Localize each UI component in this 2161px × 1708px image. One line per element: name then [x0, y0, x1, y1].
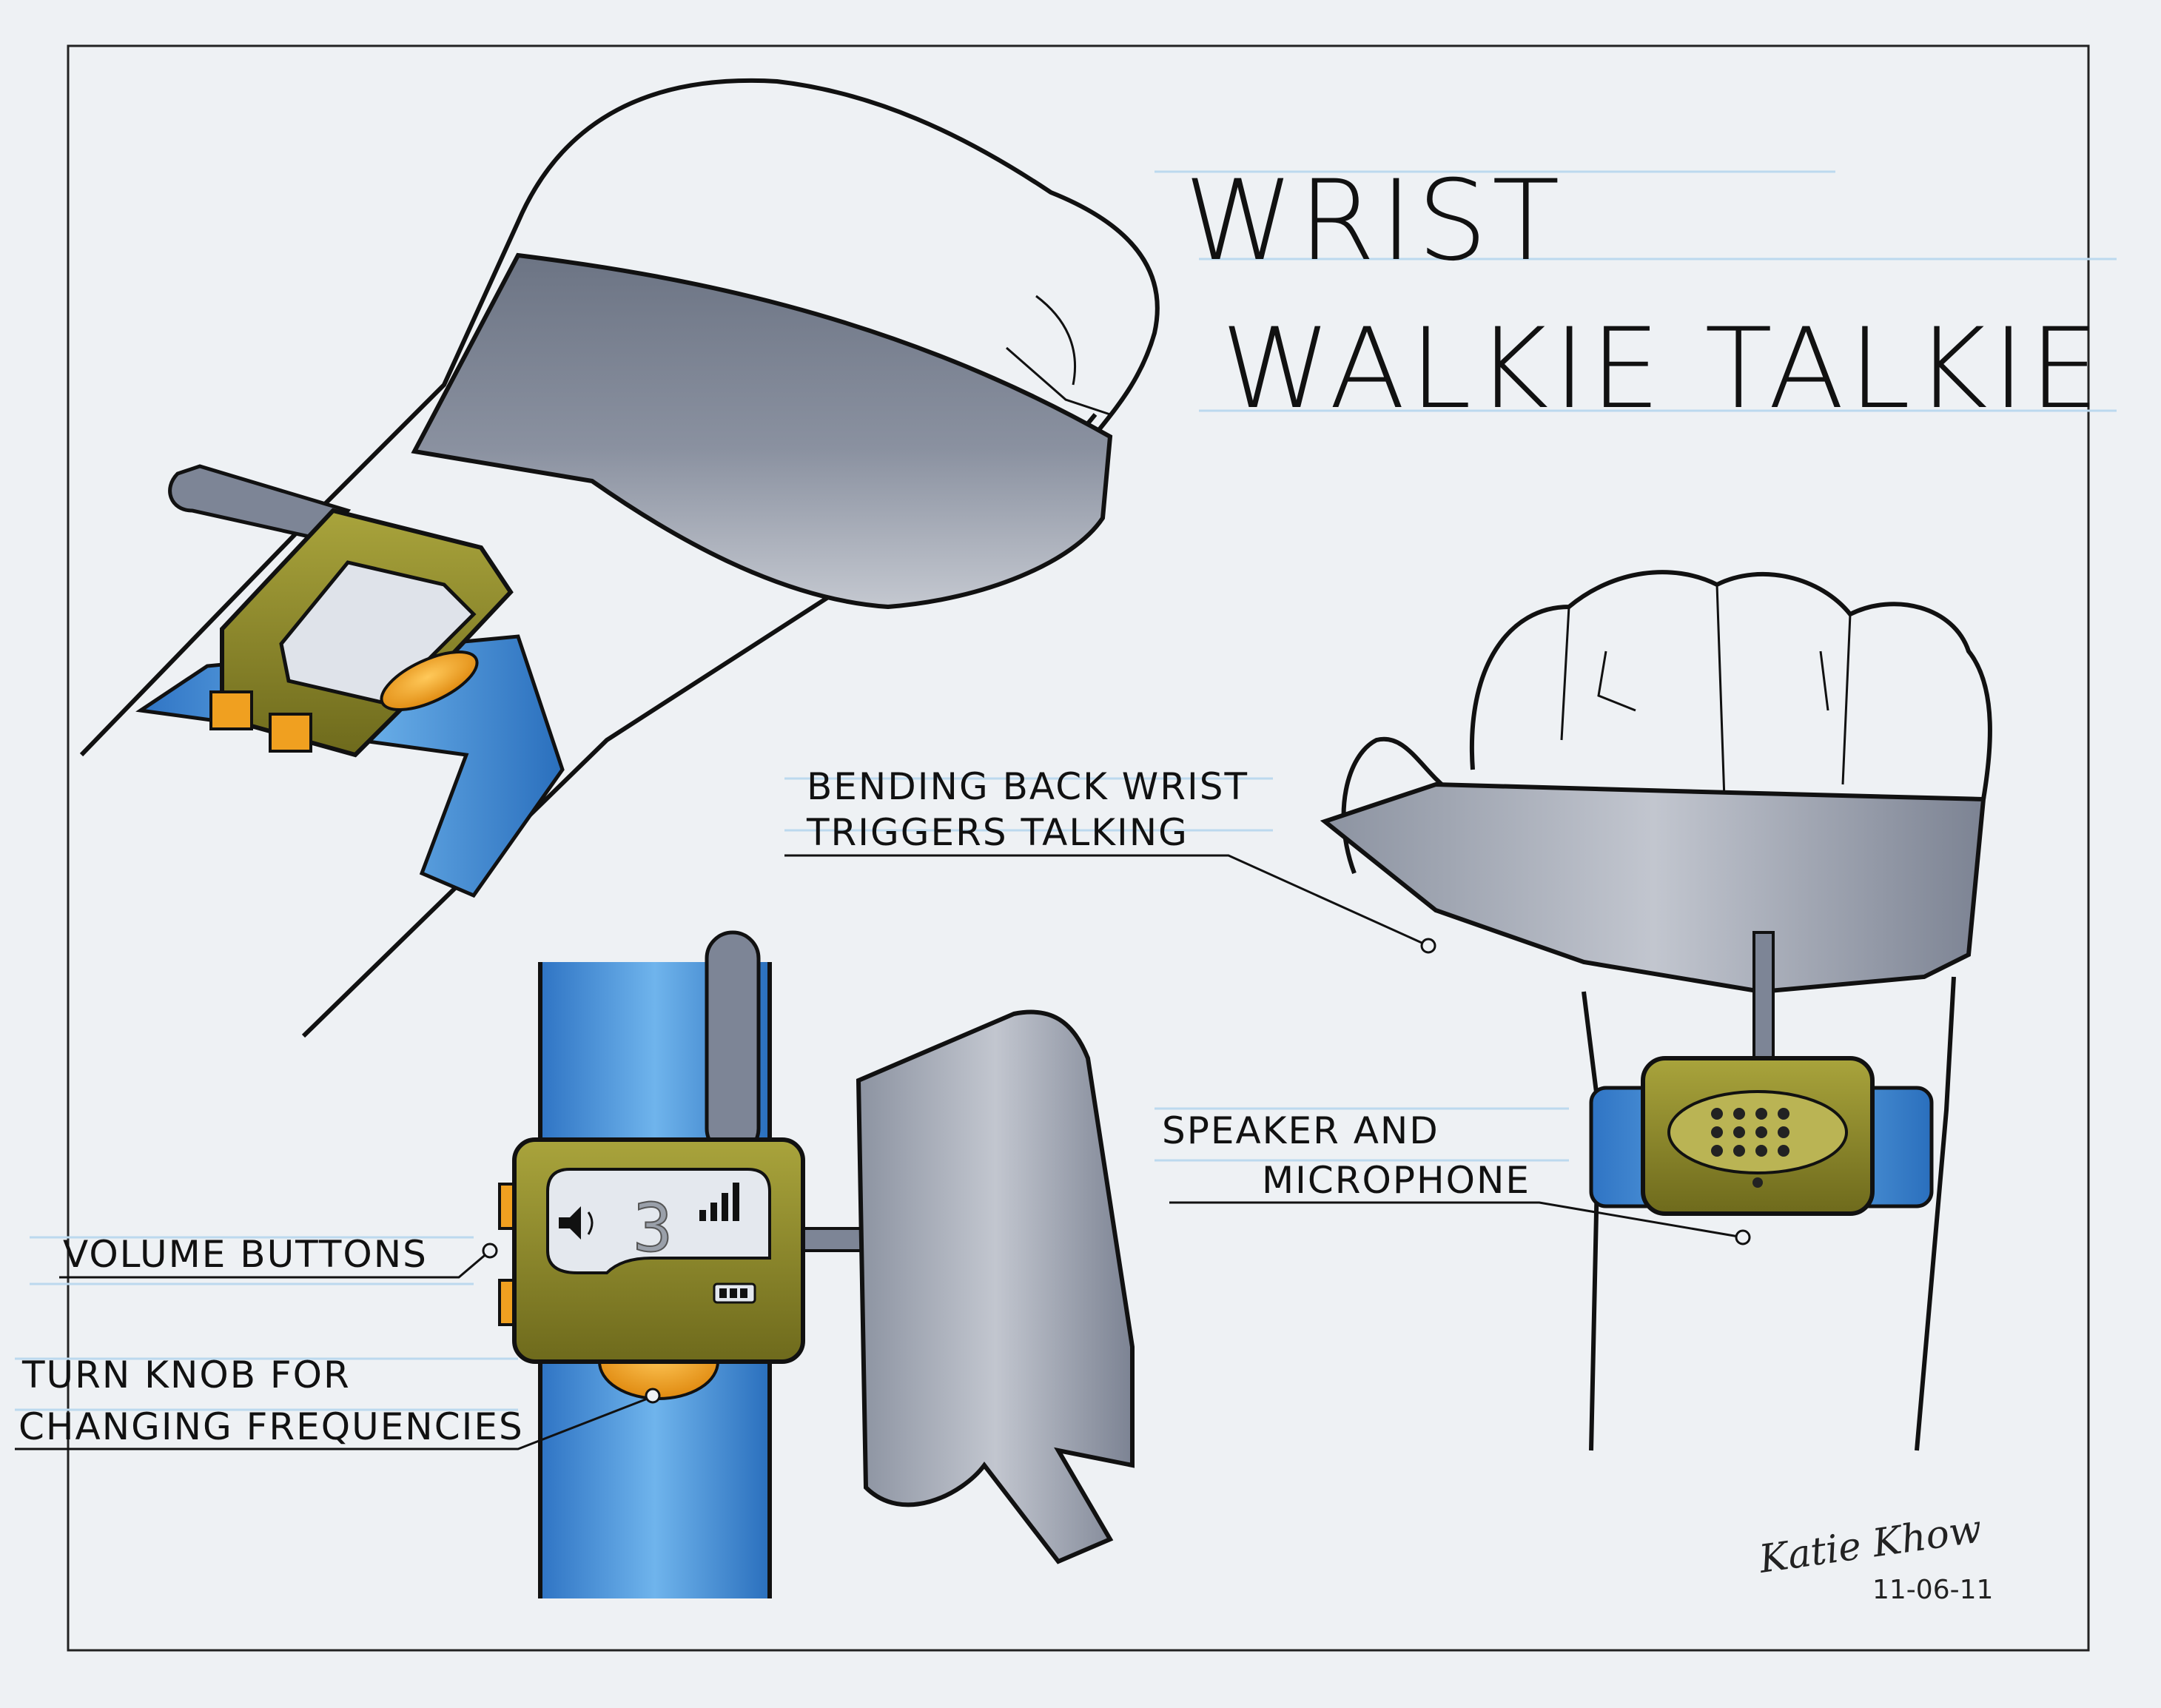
page-border	[67, 44, 2090, 1652]
front-screen	[546, 1168, 771, 1274]
sleeve	[411, 252, 1113, 610]
volume-button-down	[269, 713, 312, 753]
side-view-illustration	[1320, 570, 1992, 1451]
speaker-holes	[1711, 1108, 1789, 1157]
callout-leader	[59, 1251, 489, 1279]
battery-icon	[713, 1282, 756, 1304]
channel-digit: 3	[633, 1189, 673, 1267]
front-hand-sleeve	[856, 1009, 1135, 1564]
fist-sleeve	[1320, 781, 1986, 995]
volume-button-up	[209, 690, 253, 730]
callout-speaker: SPEAKER AND MICROPHONE	[1155, 1107, 1751, 1245]
callout-dot	[482, 1243, 498, 1259]
callout-leader	[15, 1396, 652, 1450]
callout-dot	[1420, 938, 1436, 954]
callout-bending-line-1: BENDING BACK WRIST	[807, 765, 1248, 808]
front-view-illustration: 3	[498, 930, 1135, 1598]
callout-dot	[1735, 1229, 1751, 1245]
callout-knob-line-1: TURN KNOB FOR	[21, 1354, 351, 1396]
callout-leader	[1169, 1201, 1744, 1239]
callout-dot	[645, 1388, 661, 1404]
frequency-knob	[380, 650, 479, 711]
signal-bars-icon	[699, 1183, 739, 1221]
walkie-screen	[279, 560, 477, 705]
callout-volume: VOLUME BUTTONS	[30, 1233, 498, 1285]
callout-speaker-line-1: SPEAKER AND	[1162, 1109, 1439, 1152]
speaker-volume-icon	[559, 1206, 594, 1240]
finger-lines	[1560, 584, 1852, 800]
microphone-hole	[1752, 1177, 1763, 1188]
callout-bending-line-2: TRIGGERS TALKING	[806, 811, 1189, 854]
signature-date: 11-06-11	[1872, 1575, 1993, 1605]
title-line-2: WALKIE TALKIE	[1221, 305, 2104, 434]
top-view-illustration	[79, 78, 1160, 1038]
title-line-1: WRIST	[1184, 157, 1565, 286]
callout-leader	[784, 854, 1429, 947]
title-block: WRIST WALKIE TALKIE	[1155, 157, 2117, 434]
callout-knob: TURN KNOB FOR CHANGING FREQUENCIES	[15, 1354, 661, 1450]
callout-bending: BENDING BACK WRIST TRIGGERS TALKING	[784, 765, 1436, 954]
front-antenna	[705, 930, 761, 1157]
mic-cable	[1752, 931, 1775, 1067]
knuckle-lines	[1006, 295, 1111, 416]
fist-outline	[1341, 570, 1992, 1451]
callout-speaker-line-2: MICROPHONE	[1262, 1159, 1530, 1202]
callout-volume-text: VOLUME BUTTONS	[63, 1233, 428, 1276]
callout-knob-line-2: CHANGING FREQUENCIES	[19, 1405, 524, 1448]
